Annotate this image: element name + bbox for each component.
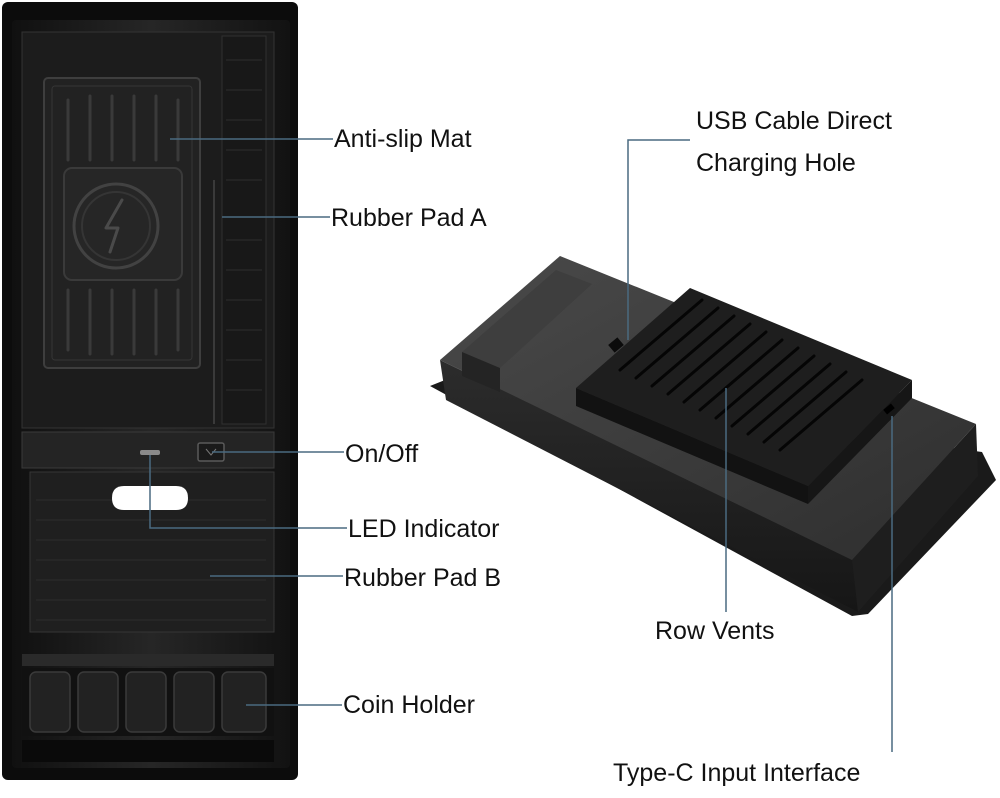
tray-side-wall (440, 360, 858, 612)
label-led-indicator: LED Indicator (348, 515, 500, 543)
coin-holder (22, 654, 274, 762)
leader-led-indicator (149, 455, 347, 529)
usb-charging-hole (608, 337, 624, 353)
leader-lines (149, 138, 893, 752)
rubber-pad-b (29, 471, 275, 633)
label-row-vents: Row Vents (655, 617, 775, 645)
label-type-c-input: Type-C Input Interface (613, 759, 861, 787)
label-rubber-pad-b: Rubber Pad B (344, 564, 502, 592)
label-usb-line-1: USB Cable Direct (696, 107, 892, 135)
label-anti-slip-mat: Anti-slip Mat (334, 125, 472, 153)
anti-slip-mat (43, 77, 201, 369)
row-vents-slots (618, 298, 864, 452)
leader-usb-hole (627, 139, 690, 340)
vent-module (576, 288, 912, 504)
tray-underside-view (430, 256, 996, 616)
raised-end-block (462, 270, 592, 368)
charging-coil-icon (72, 182, 160, 270)
label-on-off: On/Off (345, 440, 419, 468)
label-coin-holder: Coin Holder (343, 691, 476, 719)
led-indicator-light (140, 450, 160, 455)
type-c-port (883, 403, 895, 415)
control-strip (21, 431, 275, 469)
label-usb-line-2: Charging Hole (696, 149, 856, 177)
rubber-pad-a (213, 35, 267, 425)
tray-top-view (2, 2, 298, 780)
label-rubber-pad-a: Rubber Pad A (331, 204, 487, 232)
label-usb-cable-charging-hole: USB Cable Direct Charging Hole (696, 100, 892, 184)
tray-end-wall (852, 424, 978, 612)
